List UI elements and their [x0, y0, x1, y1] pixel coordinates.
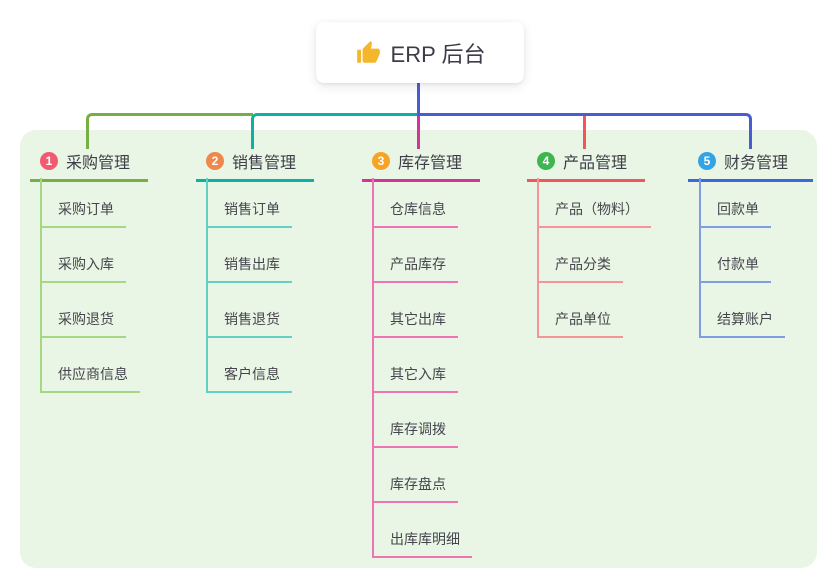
child-node[interactable]: 供应商信息 [42, 364, 140, 393]
branch-1-children: 采购订单采购入库采购退货供应商信息 [40, 178, 140, 393]
child-row: 采购入库 [42, 228, 140, 283]
child-node[interactable]: 产品库存 [374, 254, 458, 283]
child-row: 付款单 [701, 228, 785, 283]
root-title: ERP 后台 [390, 41, 486, 67]
branch-4-drop-line [583, 116, 586, 149]
child-node[interactable]: 出库库明细 [374, 529, 472, 558]
child-node[interactable]: 付款单 [701, 254, 771, 283]
child-node[interactable]: 采购入库 [42, 254, 126, 283]
child-row: 采购订单 [42, 178, 140, 228]
branches-panel [20, 130, 817, 568]
child-row: 出库库明细 [374, 503, 472, 558]
branch-title: 采购管理 [66, 155, 131, 172]
branch-header-4[interactable]: 4 产品管理 [527, 149, 645, 182]
branch-5-children: 回款单付款单结算账户 [699, 178, 785, 338]
child-row: 销售退货 [208, 283, 292, 338]
branch-number-badge: 4 [537, 152, 555, 170]
child-node[interactable]: 仓库信息 [374, 199, 458, 228]
child-node[interactable]: 销售出库 [208, 254, 292, 283]
branch-header-5[interactable]: 5 财务管理 [688, 149, 813, 182]
child-node[interactable]: 产品（物料） [539, 199, 651, 228]
child-row: 供应商信息 [42, 338, 140, 393]
child-node[interactable]: 回款单 [701, 199, 771, 228]
branch-title: 财务管理 [724, 155, 789, 172]
branch-title: 产品管理 [563, 155, 628, 172]
root-connector-line [417, 82, 420, 116]
child-node[interactable]: 其它入库 [374, 364, 458, 393]
child-node[interactable]: 采购订单 [42, 199, 126, 228]
child-row: 仓库信息 [374, 178, 472, 228]
child-row: 客户信息 [208, 338, 292, 393]
child-node[interactable]: 采购退货 [42, 309, 126, 338]
branch-5-connector [417, 113, 752, 149]
child-row: 回款单 [701, 178, 785, 228]
branch-header-2[interactable]: 2 销售管理 [196, 149, 314, 182]
branch-header-3[interactable]: 3 库存管理 [362, 149, 480, 182]
branch-2-children: 销售订单销售出库销售退货客户信息 [206, 178, 292, 393]
branch-title: 库存管理 [398, 155, 463, 172]
branch-title: 销售管理 [232, 155, 297, 172]
child-row: 结算账户 [701, 283, 785, 338]
child-node[interactable]: 库存调拨 [374, 419, 458, 448]
child-row: 采购退货 [42, 283, 140, 338]
child-node[interactable]: 结算账户 [701, 309, 785, 338]
child-row: 其它出库 [374, 283, 472, 338]
child-node[interactable]: 销售退货 [208, 309, 292, 338]
child-node[interactable]: 客户信息 [208, 364, 292, 393]
branch-number-badge: 1 [40, 152, 58, 170]
branch-4-children: 产品（物料） 产品分类产品单位 [537, 178, 651, 338]
child-node[interactable]: 产品单位 [539, 309, 623, 338]
child-row: 库存盘点 [374, 448, 472, 503]
branch-number-badge: 5 [698, 152, 716, 170]
child-row: 其它入库 [374, 338, 472, 393]
branch-number-badge: 2 [206, 152, 224, 170]
branch-3-children: 仓库信息产品库存其它出库其它入库库存调拨库存盘点出库库明细 [372, 178, 472, 558]
child-node[interactable]: 其它出库 [374, 309, 458, 338]
branch-2-connector [251, 113, 419, 149]
branch-header-1[interactable]: 1 采购管理 [30, 149, 148, 182]
child-row: 产品（物料） [539, 178, 651, 228]
child-row: 产品分类 [539, 228, 651, 283]
child-row: 库存调拨 [374, 393, 472, 448]
child-node[interactable]: 产品分类 [539, 254, 623, 283]
child-row: 销售订单 [208, 178, 292, 228]
child-row: 产品库存 [374, 228, 472, 283]
child-row: 产品单位 [539, 283, 651, 338]
child-row: 销售出库 [208, 228, 292, 283]
root-node[interactable]: ERP 后台 [316, 22, 524, 83]
thumbs-up-icon [355, 40, 381, 66]
branch-3-drop-line [417, 116, 420, 149]
child-node[interactable]: 销售订单 [208, 199, 292, 228]
branch-1-connector [86, 113, 253, 149]
branch-number-badge: 3 [372, 152, 390, 170]
child-node[interactable]: 库存盘点 [374, 474, 458, 503]
